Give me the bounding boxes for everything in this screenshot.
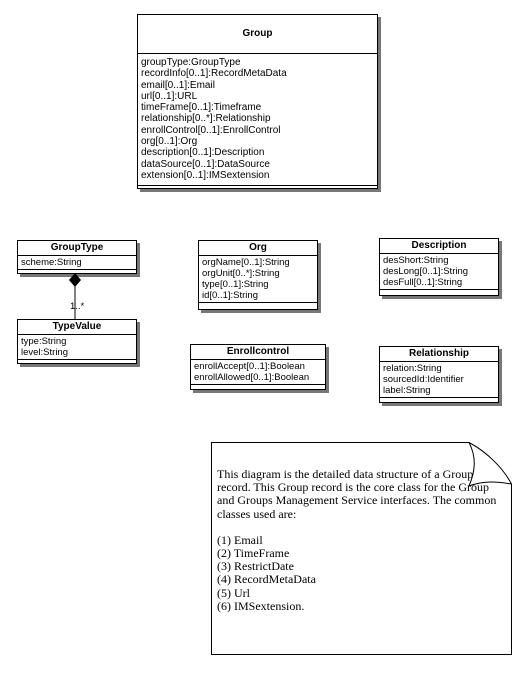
attribute: orgName[0..1]:String [202,257,290,268]
folded-corner-icon [468,442,512,487]
class-attributes: desShort:String desLong[0..1]:String des… [380,254,498,290]
attribute: email[0..1]:Email [141,79,215,91]
class-relationship[interactable]: Relationship relation:String sourcedId:I… [379,346,499,403]
note-list-item: (4) RecordMetaData [217,572,316,587]
attribute: orgUnit[0..*]:String [202,268,280,279]
note-text: This diagram is the detailed data struct… [217,467,507,613]
class-attributes: groupType:GroupType recordInfo[0..1]:Rec… [138,54,377,187]
class-operations [18,360,136,368]
note-list-item: (3) RestrictDate [217,559,294,574]
class-operations [138,186,377,195]
attribute: desLong[0..1]:String [383,266,469,277]
class-attributes: type:String level:String [18,335,136,360]
attribute: scheme:String [21,257,82,268]
attribute: enrollControl[0..1]:EnrollControl [141,124,281,136]
note-list-item: (2) TimeFrame [217,546,290,561]
attribute: url[0..1]:URL [141,90,198,102]
attribute: relation:String [383,363,442,374]
class-name: Group [138,15,377,54]
class-group[interactable]: Group groupType:GroupType recordInfo[0..… [137,14,378,189]
attribute: enrollAccept[0..1]:Boolean [194,361,305,372]
note-paragraph: This diagram is the detailed data struct… [217,467,497,521]
class-operations [191,385,325,393]
attribute: sourcedId:Identifier [383,374,464,385]
attribute: level:String [21,347,68,358]
class-name: Description [380,239,498,254]
attribute: id[0..1]:String [202,290,258,301]
attribute: type[0..1]:String [202,279,269,290]
class-attributes: relation:String sourcedId:Identifier lab… [380,362,498,398]
class-typevalue[interactable]: TypeValue type:String level:String [17,319,137,364]
class-name: GroupType [18,241,136,256]
multiplicity-label: 1..* [70,301,85,312]
class-operations [199,303,317,311]
attribute: desFull[0..1]:String [383,277,463,288]
attribute: type:String [21,336,67,347]
class-attributes: enrollAccept[0..1]:Boolean enrollAllowed… [191,360,325,385]
composition-connector [69,273,81,319]
attribute: relationship[0..*]:Relationship [141,113,271,125]
diamond-icon [69,273,81,287]
attribute: recordInfo[0..1]:RecordMetaData [141,68,287,80]
attribute: label:String [383,385,431,396]
class-attributes: scheme:String [18,256,136,270]
class-org[interactable]: Org orgName[0..1]:String orgUnit[0..*]:S… [198,240,318,310]
class-name: TypeValue [18,320,136,335]
diagram-note: This diagram is the detailed data struct… [211,442,512,655]
note-shape [211,442,512,655]
attribute: dataSource[0..1]:DataSource [141,158,270,170]
attribute: org[0..1]:Org [141,136,198,148]
class-attributes: orgName[0..1]:String orgUnit[0..*]:Strin… [199,256,317,303]
class-operations [380,398,498,406]
attribute: extension[0..1]:IMSextension [141,169,270,181]
class-name: Org [199,241,317,256]
note-list-item: (6) IMSextension. [217,598,305,613]
class-enrollcontrol[interactable]: Enrollcontrol enrollAccept[0..1]:Boolean… [190,344,326,390]
attribute: enrollAllowed[0..1]:Boolean [194,372,310,383]
class-operations [380,290,498,298]
class-description[interactable]: Description desShort:String desLong[0..1… [379,238,499,296]
class-grouptype[interactable]: GroupType scheme:String [17,240,137,274]
attribute: description[0..1]:Description [141,147,265,159]
note-list-item: (1) Email [217,532,263,547]
attribute: groupType:GroupType [141,57,241,68]
note-list-item: (5) Url [217,585,250,600]
attribute: desShort:String [383,255,449,266]
class-name: Enrollcontrol [191,345,325,360]
attribute: timeFrame[0..1]:Timeframe [141,102,262,114]
class-name: Relationship [380,347,498,362]
